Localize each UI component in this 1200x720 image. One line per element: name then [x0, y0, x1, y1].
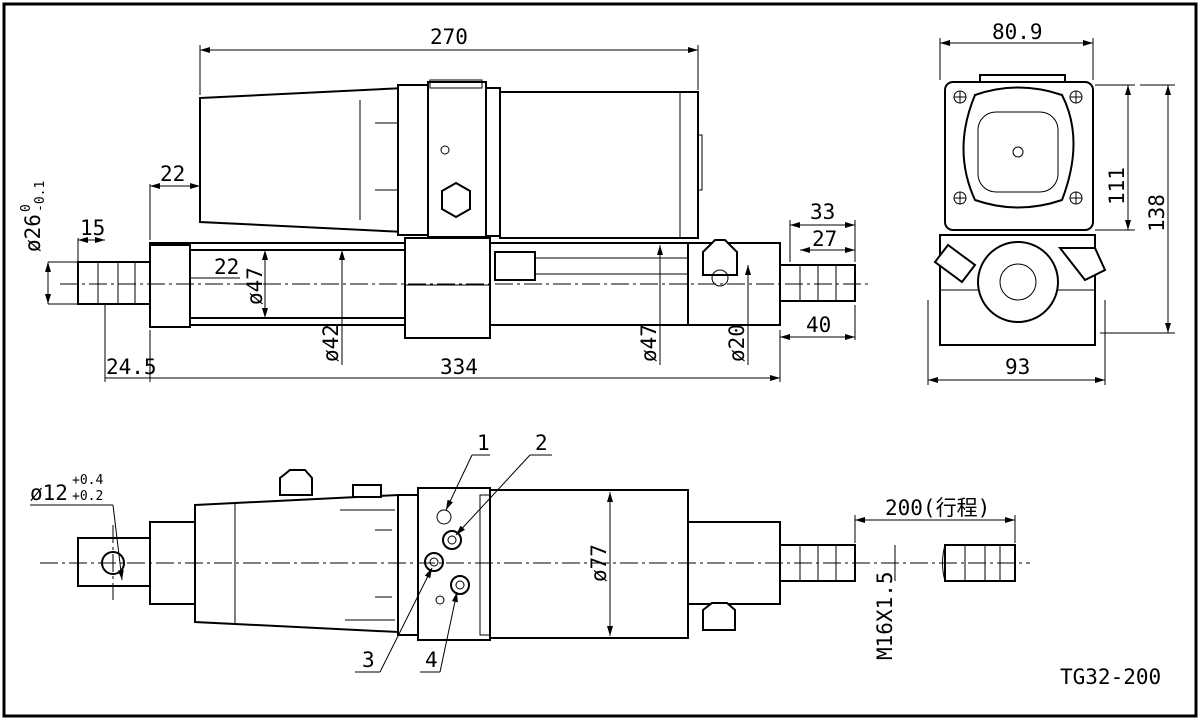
callout-1: 1: [477, 431, 490, 455]
dim-stroke: 200(行程): [885, 496, 990, 520]
dim-base-width: 93: [1005, 355, 1030, 379]
dim-pin-hole-tol-lower: +0.2: [72, 489, 103, 504]
dim-rod-end-tol-lower: -0.1: [33, 181, 48, 212]
callout-2: 2: [535, 431, 548, 455]
hex-bolt-icon: [441, 181, 471, 219]
dim-rear-body-dia: ø47: [637, 324, 661, 362]
top-view: 270 22 ø26 0 -0.1 15 22 ø47 ø42 ø47 ø20 …: [19, 25, 870, 382]
dim-body-dia: ø42: [319, 324, 343, 362]
side-motor-cylinder: [489, 489, 689, 639]
dim-rear-offset: 24.5: [106, 355, 157, 379]
dim-end-width: 80.9: [992, 20, 1043, 44]
hex-nut: [429, 79, 483, 89]
dim-tube-dia: ø47: [243, 267, 267, 305]
dim-rod-end-dia: ø26: [21, 214, 45, 252]
dim-thread: M16X1.5: [873, 571, 897, 660]
dim-pin-hole: ø12: [30, 481, 68, 505]
rod-end-left: [77, 261, 151, 305]
dim-end-height-138: 138: [1145, 194, 1169, 232]
motor-housing: [199, 86, 406, 234]
dim-pin-hole-tol-upper: +0.4: [72, 473, 103, 488]
side-view: ø12 +0.4 +0.2 ø77 200(行程) M16X1.5 1 2 3 …: [30, 431, 1030, 673]
dim-motor-dia: ø77: [587, 544, 611, 582]
gearbox-block: [404, 237, 491, 339]
motor-cylinder: [499, 91, 699, 239]
end-view-bore: [977, 241, 1059, 323]
dim-length-40: 40: [806, 313, 831, 337]
dim-cap-length: 22: [214, 255, 239, 279]
dim-motor-offset: 22: [160, 162, 185, 186]
callout-3: 3: [362, 648, 375, 672]
callout-4: 4: [425, 648, 438, 672]
dim-overall-length: 270: [430, 25, 468, 49]
model-label: TG32-200: [1060, 665, 1161, 689]
dim-body-length: 334: [440, 355, 478, 379]
dim-rod-end-length: 15: [80, 216, 105, 240]
dim-end-height-111: 111: [1105, 167, 1129, 205]
valve-fitting: [702, 239, 738, 276]
dim-length-33: 33: [810, 200, 835, 224]
pin-eye: [77, 537, 151, 587]
dim-rod-dia: ø20: [725, 324, 749, 362]
valve-block: [397, 494, 419, 636]
end-view: 80.9 111 138 93: [927, 20, 1175, 385]
dim-rod-end-tol-upper: 0: [19, 204, 34, 212]
dim-length-27: 27: [812, 227, 837, 251]
